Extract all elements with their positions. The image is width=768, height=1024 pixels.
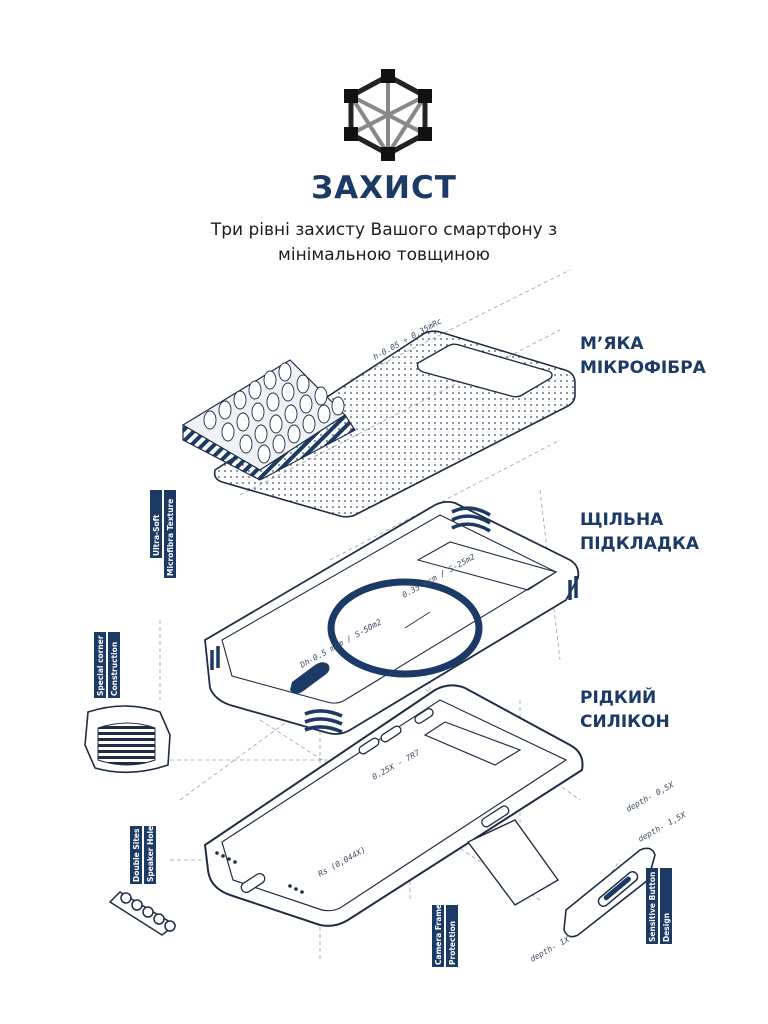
svg-text:Camera Frame: Camera Frame (434, 904, 443, 965)
microfiber-layer (181, 330, 576, 518)
callout-corner: Special corner Construction (94, 632, 120, 698)
dim-depth-a: depth- 0,5X (625, 780, 677, 814)
dim-depth-b: depth- 1,5X (637, 810, 689, 844)
corner-construction-detail (84, 705, 171, 774)
svg-text:Speaker Holes: Speaker Holes (146, 821, 155, 882)
dim-depth-c: depth- 1X (529, 934, 572, 963)
svg-text:Special corner: Special corner (96, 635, 105, 696)
network-cube-icon (344, 69, 432, 161)
svg-text:Ultra-Soft: Ultra-Soft (152, 514, 161, 556)
side-button-detail (563, 847, 656, 938)
speaker-plug-detail (108, 891, 177, 936)
subtitle-line-2: мінімальною товщиною (278, 245, 490, 265)
page-subtitle: Три рівні захисту Вашого смартфону з мін… (150, 218, 618, 268)
svg-text:Design: Design (662, 913, 671, 942)
base-layer (204, 500, 580, 735)
subtitle-line-1: Три рівні захисту Вашого смартфону з (210, 220, 558, 240)
callout-speaker: Double Sites Speaker Holes (130, 821, 156, 884)
svg-text:Microfibra Texture: Microfibra Texture (166, 499, 175, 576)
svg-text:Sensitive Button: Sensitive Button (648, 872, 657, 942)
svg-text:Protection: Protection (448, 921, 457, 965)
callout-camera: Camera Frame Protection (432, 904, 458, 967)
svg-text:Construction: Construction (110, 642, 119, 696)
svg-text:Double Sites: Double Sites (132, 828, 141, 882)
silicone-frame-layer (203, 684, 584, 927)
page-title: ЗАХИСТ (311, 170, 457, 206)
callout-microfibra: Ultra-Soft Microfibra Texture (150, 490, 176, 578)
callout-button: Sensitive Button Design (646, 868, 672, 944)
